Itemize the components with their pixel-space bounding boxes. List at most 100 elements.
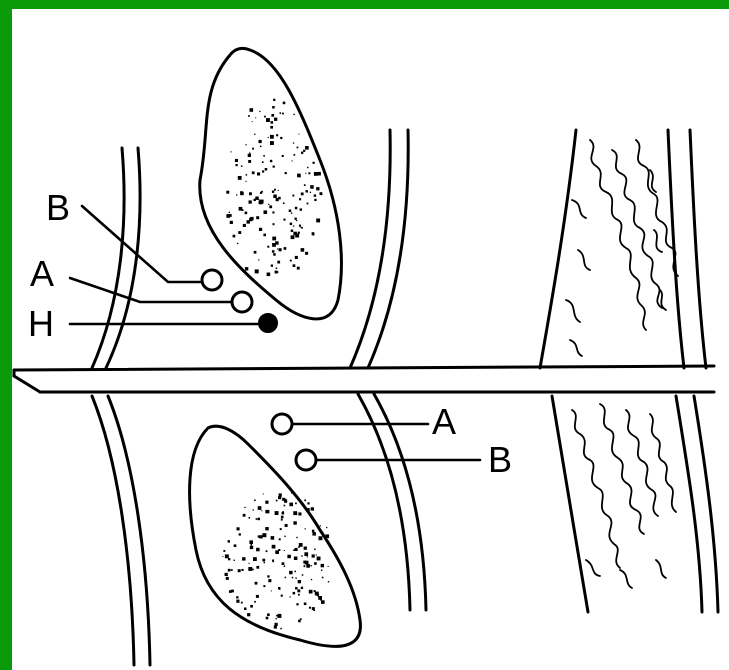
speckle <box>283 102 286 105</box>
speckle <box>245 212 248 215</box>
speckle <box>247 613 250 616</box>
speckle <box>262 170 264 172</box>
speckle <box>236 164 238 166</box>
speckle <box>298 594 300 596</box>
speckle <box>265 501 268 504</box>
speckle <box>238 176 242 180</box>
speckle <box>321 564 324 567</box>
speckle <box>272 545 276 549</box>
speckle <box>282 113 284 115</box>
speckle <box>292 160 293 161</box>
speckle <box>231 151 232 152</box>
speckle <box>222 556 223 557</box>
speckle <box>271 590 272 591</box>
speckle <box>293 521 296 524</box>
speckle <box>248 567 252 571</box>
speckle <box>277 614 281 618</box>
speckle <box>273 166 275 168</box>
speckle <box>295 256 298 259</box>
speckle <box>249 563 250 564</box>
speckle <box>272 243 276 247</box>
speckle <box>274 189 276 191</box>
speckle <box>272 237 276 241</box>
speckle <box>294 557 298 561</box>
speckle <box>307 556 308 557</box>
speckle <box>296 537 297 538</box>
speckle <box>277 261 280 264</box>
speckle <box>259 535 262 538</box>
speckle <box>295 587 298 590</box>
speckle <box>228 558 230 560</box>
speckle <box>237 243 238 244</box>
speckle <box>316 219 320 223</box>
speckle <box>321 600 325 604</box>
speckle <box>295 207 298 210</box>
speckle <box>276 500 278 502</box>
speckle <box>319 536 323 540</box>
speckle <box>239 533 241 535</box>
speckle <box>250 605 253 608</box>
speckle <box>242 557 245 560</box>
speckle <box>238 231 241 234</box>
speckle <box>249 152 250 153</box>
gland-speckles <box>222 99 329 630</box>
speckle <box>312 554 315 557</box>
middle-membrane-lower <box>358 394 426 610</box>
speckle <box>304 603 307 606</box>
horizontal-rod <box>14 366 714 392</box>
speckle <box>298 512 301 515</box>
speckle <box>314 199 316 201</box>
speckle <box>268 137 269 138</box>
speckle <box>326 527 327 528</box>
speckle <box>313 609 315 611</box>
speckle <box>304 547 307 550</box>
speckle <box>294 154 296 156</box>
speckle <box>285 172 287 174</box>
speckle <box>256 566 259 569</box>
speckle <box>320 192 323 195</box>
speckle <box>223 550 225 552</box>
speckle <box>263 234 266 237</box>
speckle <box>264 116 266 118</box>
speckle <box>313 234 315 236</box>
speckle <box>301 152 303 154</box>
speckle <box>325 534 329 538</box>
speckle <box>296 603 298 605</box>
speckle <box>302 574 304 576</box>
speckle <box>251 544 253 546</box>
speckle <box>264 210 268 214</box>
speckle <box>290 260 292 262</box>
speckle <box>300 227 301 228</box>
speckle <box>314 194 316 196</box>
speckle <box>260 146 262 148</box>
speckle <box>236 194 237 195</box>
speckle <box>242 569 244 571</box>
speckle <box>275 550 279 554</box>
speckle <box>255 269 259 273</box>
speckle <box>301 587 303 589</box>
speckle <box>297 267 300 270</box>
speckle <box>282 562 285 565</box>
speckle <box>300 208 302 210</box>
speckle <box>292 577 294 579</box>
speckle <box>259 111 260 112</box>
speckle <box>296 220 297 221</box>
speckle <box>284 505 286 507</box>
speckle <box>240 191 243 194</box>
marker-upper-h <box>259 314 277 332</box>
speckle <box>297 174 301 178</box>
speckle <box>279 538 281 540</box>
speckle <box>266 118 270 122</box>
speckle <box>307 130 309 132</box>
left-membrane-upper <box>92 148 140 368</box>
speckle <box>254 500 256 502</box>
speckle <box>272 106 275 109</box>
speckle <box>249 517 251 519</box>
speckle <box>298 232 300 234</box>
speckle <box>310 565 311 566</box>
speckle <box>273 223 275 225</box>
speckle <box>283 219 285 221</box>
speckle <box>248 115 250 117</box>
speckle <box>233 235 236 238</box>
speckle <box>249 200 252 203</box>
